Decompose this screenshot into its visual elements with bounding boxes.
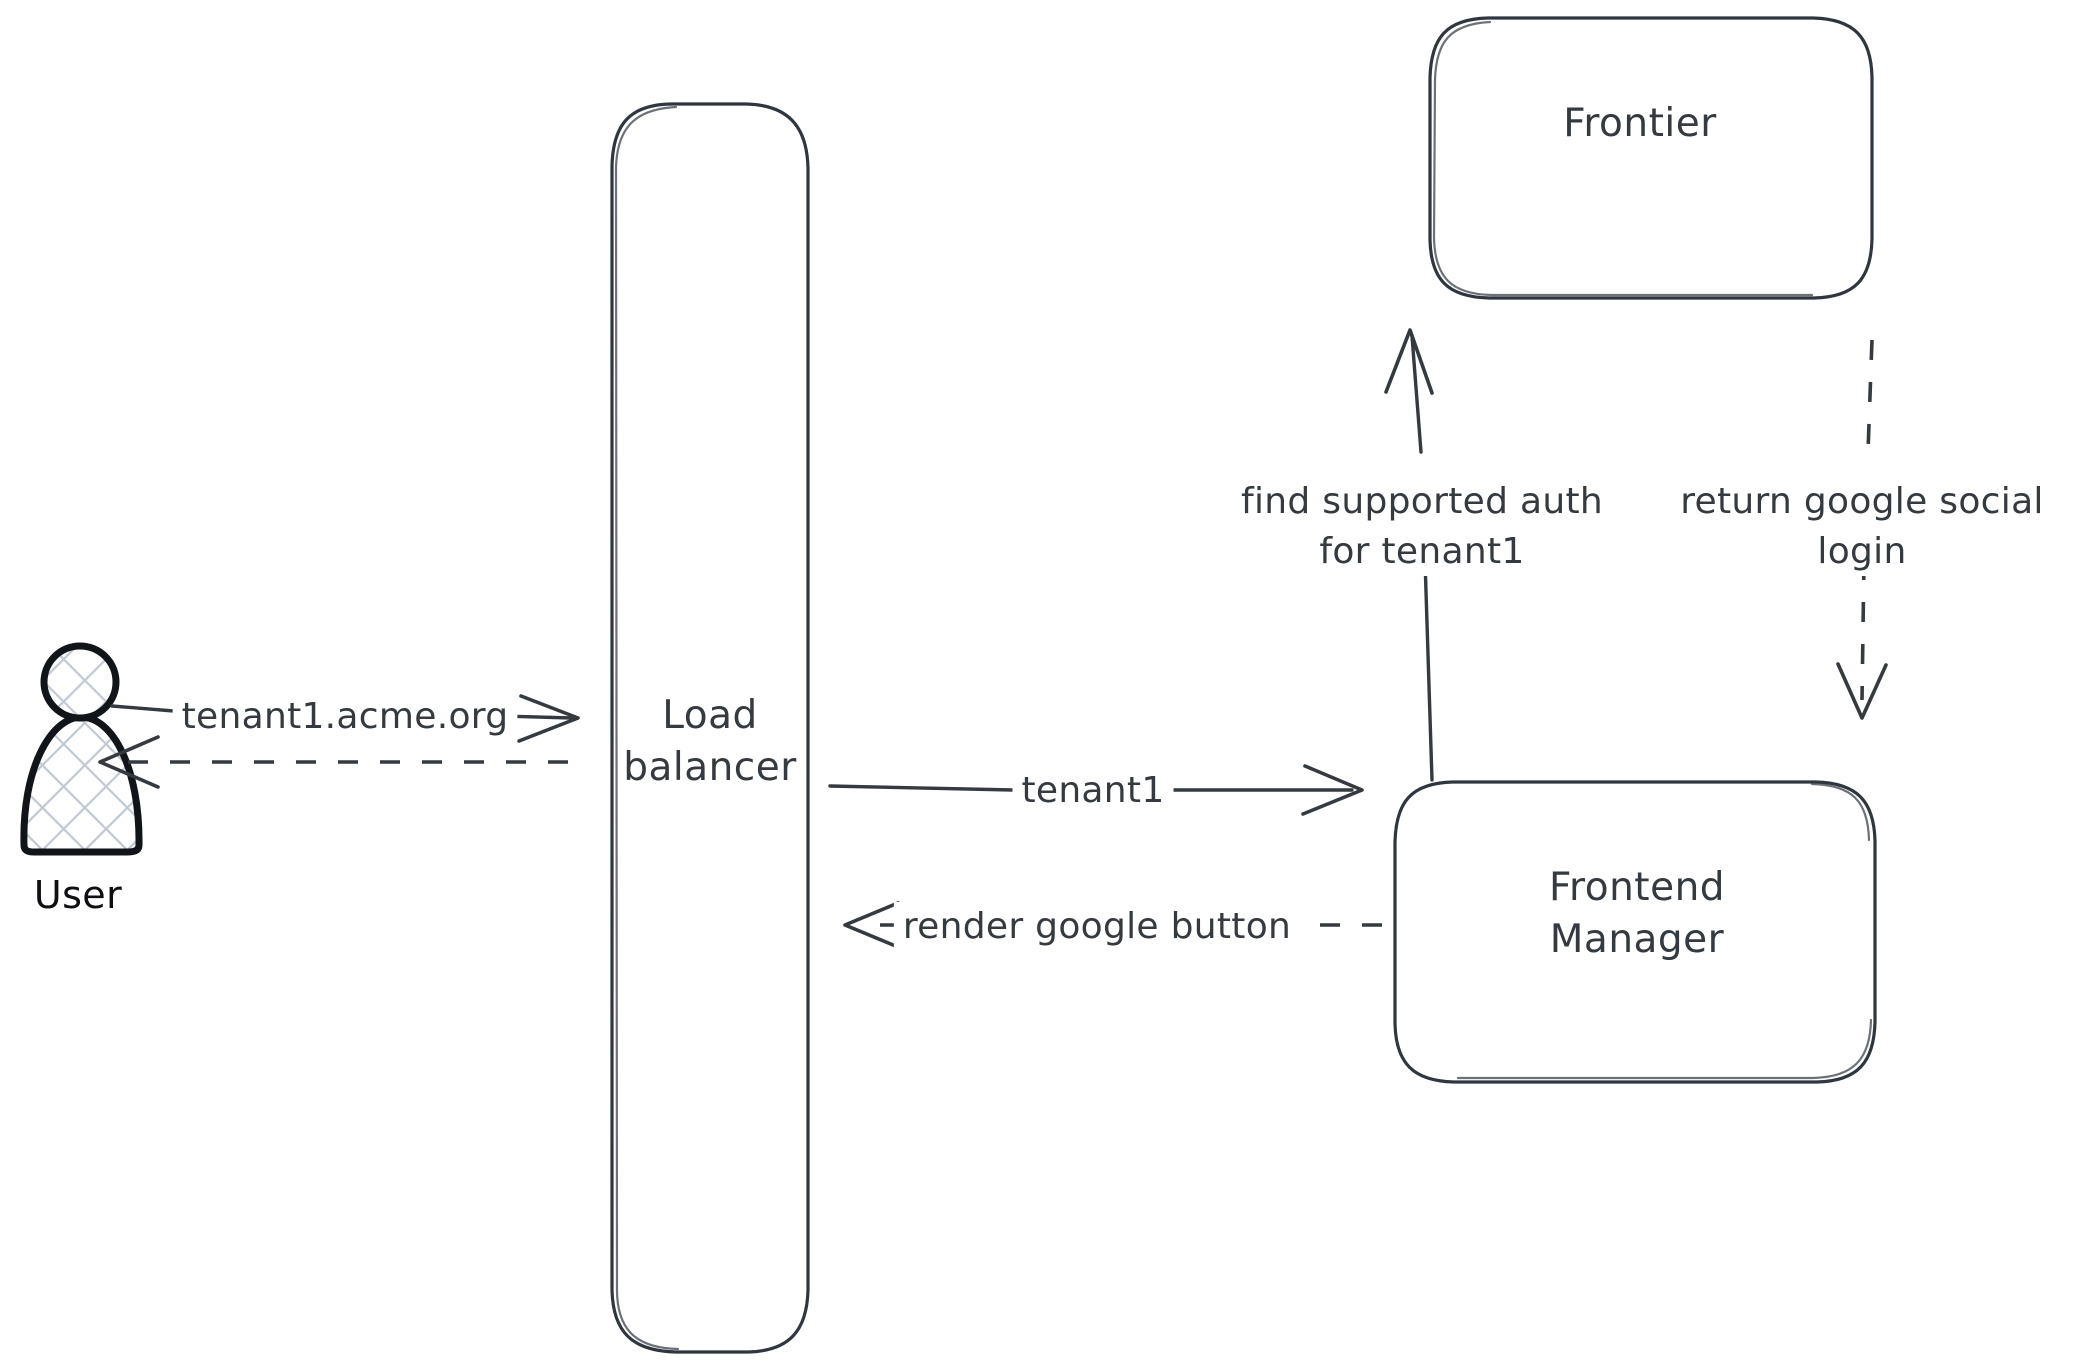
edge-frontend-manager-to-frontier[interactable]: find supported auth for tenant1 — [1232, 328, 1612, 782]
label-backdrop — [172, 692, 518, 741]
frontend-manager-label-line1: Frontend — [1549, 865, 1725, 910]
label-backdrop — [1310, 527, 1534, 576]
edge-label-render-google-button: render google button — [903, 906, 1291, 947]
edge-user-to-load-balancer[interactable]: tenant1.acme.org — [110, 692, 580, 743]
frontier-label: Frontier — [1563, 101, 1717, 146]
edge-label-find-supported-auth-line1: find supported auth — [1241, 481, 1603, 522]
edge-label-return-google-social-line1: return google social — [1680, 481, 2044, 522]
edge-label-tenant1-acme-org: tenant1.acme.org — [182, 696, 509, 737]
load-balancer-label-line1: Load — [662, 693, 758, 738]
node-frontend-manager[interactable]: Frontend Manager — [1393, 780, 1877, 1084]
label-backdrop — [893, 902, 1301, 951]
edge-load-balancer-to-frontend-manager[interactable]: tenant1 — [828, 764, 1364, 816]
user-label: User — [34, 873, 122, 917]
edge-label-return-google-social-line2: login — [1817, 531, 1906, 572]
edge-frontend-manager-to-load-balancer[interactable]: render google button — [843, 901, 1382, 951]
node-load-balancer[interactable]: Load balancer — [610, 102, 810, 1354]
frontend-manager-label-line2: Manager — [1550, 917, 1725, 962]
load-balancer-label-line2: balancer — [623, 745, 797, 790]
edge-frontier-to-frontend-manager[interactable]: return google social login — [1671, 339, 2053, 720]
label-backdrop — [1671, 477, 2053, 526]
node-frontier[interactable]: Frontier — [1428, 16, 1874, 300]
edge-load-balancer-to-user[interactable] — [98, 735, 568, 789]
label-backdrop — [1232, 477, 1612, 526]
edge-label-find-supported-auth-line2: for tenant1 — [1319, 531, 1524, 572]
label-backdrop — [1012, 766, 1174, 815]
edge-label-tenant1: tenant1 — [1021, 770, 1164, 811]
actor-user[interactable]: User — [20, 642, 143, 917]
label-backdrop — [1808, 527, 1916, 576]
